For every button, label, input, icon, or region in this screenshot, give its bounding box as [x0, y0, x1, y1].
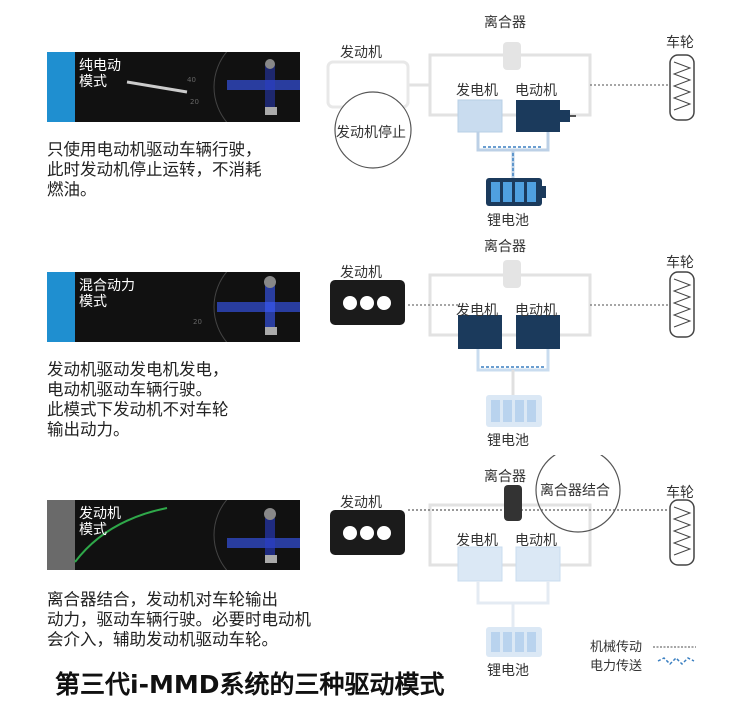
mode1-motor-label: 电动机 — [515, 83, 557, 99]
mode3-generator-label: 发电机 — [456, 533, 498, 549]
legend-electric-line — [657, 656, 695, 666]
mode2-wheel-label: 车轮 — [666, 255, 694, 271]
mode3-gauge-graphic — [74, 500, 300, 570]
mode1-description: 只使用电动机驱动车辆行驶， 此时发动机停止运转，不消耗 燃油。 — [47, 140, 262, 199]
mode1-generator-label: 发电机 — [456, 83, 498, 99]
mode1-name: 纯电动 模式 — [79, 58, 121, 90]
mode2-battery-label: 锂电池 — [487, 433, 529, 449]
svg-text:20: 20 — [190, 98, 199, 106]
mode2-description: 发动机驱动发电机发电， 电动机驱动车辆行驶。 此模式下发动机不对车轮 输出动力。 — [47, 360, 229, 439]
clutch-icon — [503, 42, 521, 70]
mode3-description: 离合器结合，发动机对车轮输出 动力，驱动车辆行驶。必要时电动机 会介入，辅助发动… — [47, 590, 311, 649]
mode3-name: 发动机 模式 — [79, 506, 121, 538]
mode1-engine-label: 发动机 — [340, 45, 382, 61]
legend-mechanical-label: 机械传动 — [590, 640, 643, 655]
mode2-dashboard: 20 混合动力 模式 — [47, 272, 300, 342]
mode2-color-bar — [47, 272, 75, 342]
generator-icon — [457, 99, 503, 133]
mode2-name: 混合动力 模式 — [79, 278, 135, 310]
motor-icon — [515, 546, 561, 582]
mode3-engine-label: 发动机 — [340, 495, 382, 511]
mode1-gauge-graphic: 40 20 — [126, 52, 300, 122]
svg-text:40: 40 — [187, 76, 196, 84]
mode3-callout-text: 离合器结合 — [540, 483, 610, 499]
mode2-diagram — [330, 260, 695, 427]
legend-electric-label: 电力传送 — [590, 659, 643, 674]
mode1-color-bar — [47, 52, 75, 122]
mode2-gauge-graphic: 20 — [193, 272, 300, 342]
mode3-motor-label: 电动机 — [515, 533, 557, 549]
mode3-wheel-label: 车轮 — [666, 485, 694, 501]
mode3-clutch-label: 离合器 — [484, 469, 526, 485]
mode1-diagram — [326, 42, 695, 206]
mode2-motor-label: 电动机 — [515, 303, 557, 319]
clutch-icon — [503, 260, 521, 288]
motor-icon — [516, 100, 560, 132]
mode1-dashboard: 40 20 纯电动 模式 — [47, 52, 300, 122]
mode3-diagram — [330, 455, 696, 666]
mode2-generator-label: 发电机 — [456, 303, 498, 319]
clutch-icon — [504, 485, 522, 521]
mode2-clutch-label: 离合器 — [484, 239, 526, 255]
mode1-callout-text: 发动机停止 — [336, 125, 406, 141]
motor-icon — [516, 315, 560, 349]
page-title: 第三代i-MMD系统的三种驱动模式 — [55, 670, 445, 699]
mode3-color-bar — [47, 500, 75, 570]
mode1-wheel-label: 车轮 — [666, 35, 694, 51]
mode3-battery-label: 锂电池 — [487, 663, 529, 679]
engine-stop-callout — [334, 91, 412, 169]
generator-icon — [458, 315, 502, 349]
clutch-engaged-callout — [535, 455, 621, 533]
mode1-clutch-label: 离合器 — [484, 15, 526, 31]
mode2-engine-label: 发动机 — [340, 265, 382, 281]
generator-icon — [457, 546, 503, 582]
mode3-dashboard: 发动机 模式 — [47, 500, 300, 570]
svg-text:20: 20 — [193, 318, 202, 326]
mode1-battery-label: 锂电池 — [487, 213, 529, 229]
